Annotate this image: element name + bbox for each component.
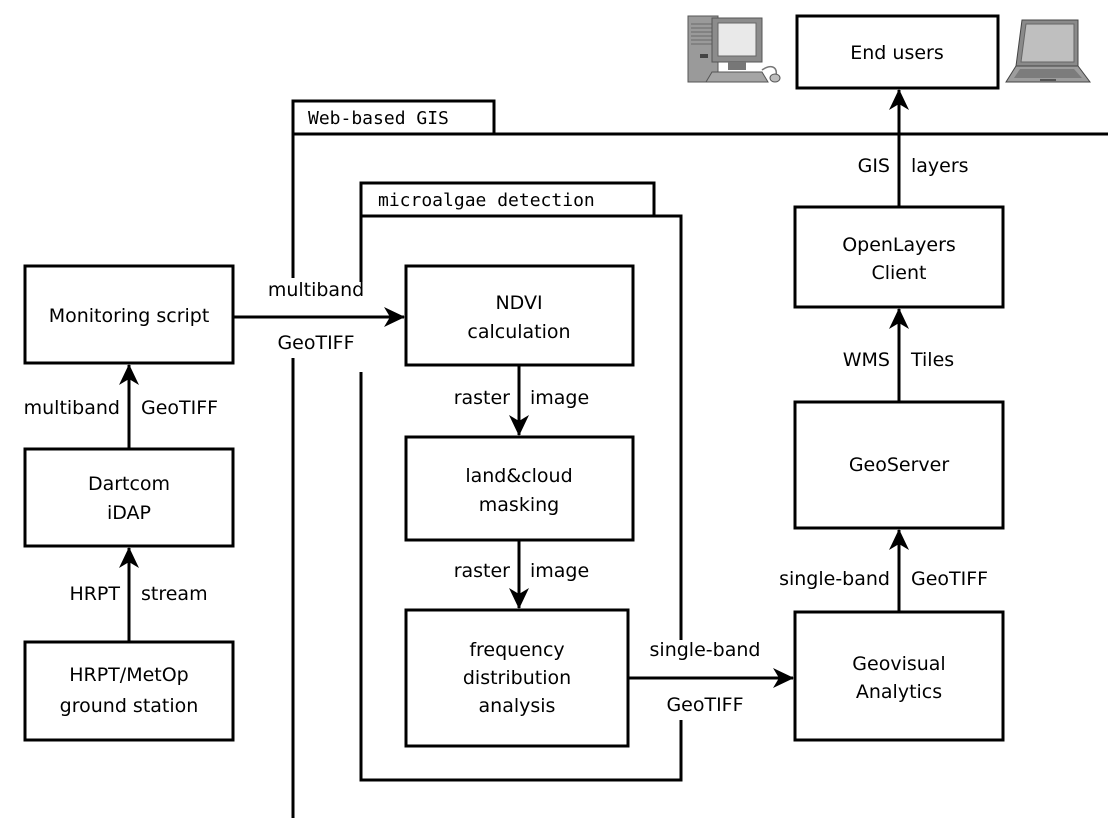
edge-label-raster-2: raster	[454, 560, 510, 582]
edge-label-multiband-1: multiband	[24, 397, 120, 419]
edge-label-singleband-2: single-band	[779, 568, 890, 590]
masking-line1: land&cloud	[465, 465, 572, 487]
openlayers-node: OpenLayers Client	[793, 205, 1005, 309]
frequency-node: frequency distribution analysis	[404, 608, 630, 748]
frequency-line3: analysis	[479, 695, 556, 717]
geovisual-line2: Analytics	[856, 681, 942, 703]
ndvi-line1: NDVI	[495, 292, 542, 314]
geovisual-node: Geovisual Analytics	[793, 610, 1005, 742]
edge-label-layers: layers	[911, 155, 969, 177]
ndvi-node: NDVI calculation	[404, 264, 635, 367]
edge-label-wms: WMS	[843, 349, 890, 371]
geoserver-node: GeoServer	[793, 400, 1005, 530]
frequency-line1: frequency	[469, 639, 564, 661]
end-users-label: End users	[850, 42, 944, 64]
desktop-computer-icon	[687, 15, 781, 83]
edge-label-image-2: image	[530, 560, 589, 582]
monitoring-label: Monitoring script	[49, 305, 210, 327]
geovisual-line1: Geovisual	[852, 653, 945, 675]
edge-label-stream: stream	[141, 583, 208, 605]
edge-label-geotiff-1: GeoTIFF	[141, 397, 218, 419]
microalgae-container: microalgae detection	[350, 181, 770, 782]
edge-label-geotiff-4: GeoTIFF	[911, 568, 988, 590]
dartcom-line1: Dartcom	[88, 473, 170, 495]
openlayers-line2: Client	[871, 262, 926, 284]
edge-label-gis: GIS	[858, 155, 890, 177]
edge-label-tiles: Tiles	[910, 349, 954, 371]
masking-node: land&cloud masking	[404, 435, 635, 542]
laptop-icon	[1005, 19, 1091, 83]
edge-label-image-1: image	[530, 387, 589, 409]
edge-label-geotiff-3: GeoTIFF	[666, 694, 743, 716]
microalgae-label: microalgae detection	[378, 190, 595, 211]
edge-label-geotiff-2: GeoTIFF	[277, 332, 354, 354]
dartcom-node: Dartcom iDAP	[23, 447, 235, 548]
ground-station-line2: ground station	[60, 695, 199, 717]
web-gis-label: Web-based GIS	[308, 108, 449, 129]
edge-label-singleband-1: single-band	[650, 639, 761, 661]
edge-label-hrpt: HRPT	[69, 583, 120, 605]
geoserver-label: GeoServer	[849, 454, 950, 476]
masking-line2: masking	[479, 494, 559, 516]
dartcom-line2: iDAP	[107, 502, 151, 524]
frequency-line2: distribution	[463, 667, 571, 689]
openlayers-line1: OpenLayers	[842, 234, 956, 256]
ground-station-node: HRPT/MetOp ground station	[23, 640, 235, 742]
ndvi-line2: calculation	[467, 321, 570, 343]
ground-station-line1: HRPT/MetOp	[69, 664, 189, 686]
monitoring-node: Monitoring script	[23, 264, 235, 365]
edge-label-multiband-2: multiband	[268, 279, 364, 301]
edge-label-raster-1: raster	[454, 387, 510, 409]
end-users-node: End users	[795, 14, 1000, 90]
